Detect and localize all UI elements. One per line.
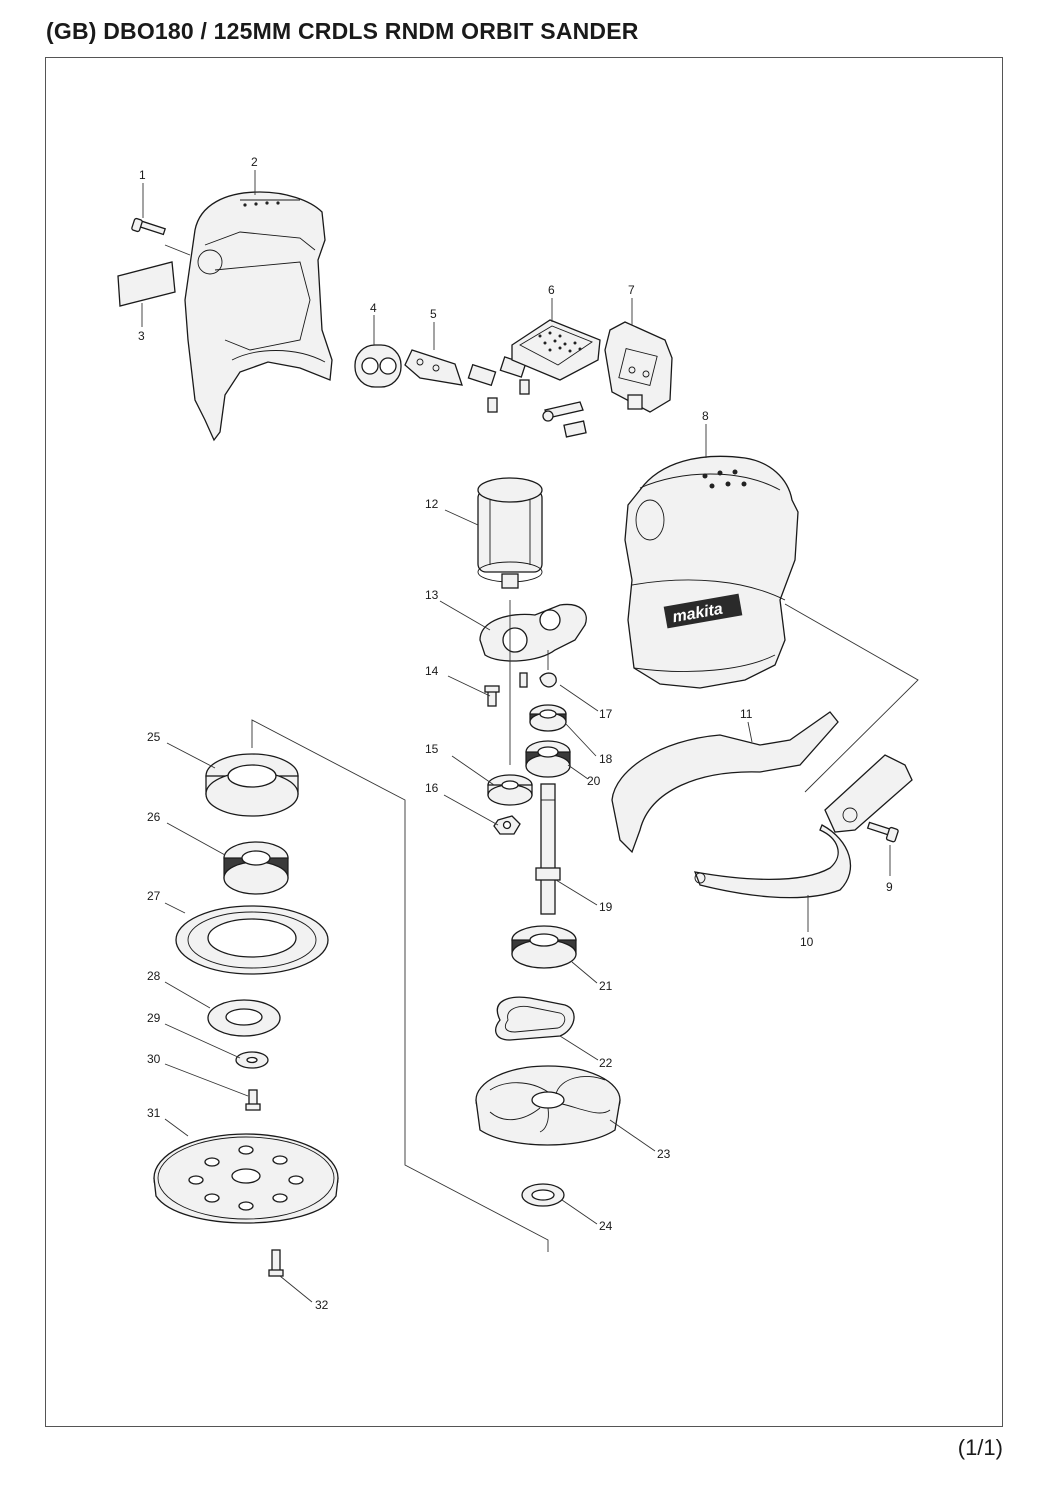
callout-29: 29 [147,1011,161,1025]
part-18-bearing-icon [529,704,567,732]
callout-3: 3 [138,329,145,343]
part-3-label-icon [117,261,176,307]
callout-23: 23 [657,1147,671,1161]
part-4-grommet-icon [354,344,402,388]
callout-16: 16 [425,781,439,795]
callout-30: 30 [147,1052,161,1066]
callout-12: 12 [425,497,439,511]
part-15-pulley-icon [487,774,533,806]
page-title: (GB) DBO180 / 125MM CRDLS RNDM ORBIT SAN… [46,18,639,44]
callout-5: 5 [430,307,437,321]
connector-parts-icon [467,356,587,438]
callout-14: 14 [425,664,439,678]
part-14-screw-icon [484,685,500,707]
part-26-bearing-icon [223,841,289,895]
part-8-motor-housing-icon: makita [624,455,799,689]
callout-26: 26 [147,810,161,824]
part-17-clip-icon [539,672,557,688]
part-25-bearing-housing-icon [205,753,299,817]
callout-8: 8 [702,409,709,423]
callout-25: 25 [147,730,161,744]
part-31-backing-pad-icon [153,1133,339,1224]
callout-11: 11 [740,707,753,721]
callout-1: 1 [139,168,146,182]
part-6-controller-icon [511,319,601,381]
part-1-screw-icon [131,217,167,236]
assembly-guide-lines [164,244,919,1252]
callout-2: 2 [251,155,258,169]
small-screw-icon [519,672,528,688]
callout-7: 7 [628,283,635,297]
callout-24: 24 [599,1219,613,1233]
callout-9: 9 [886,880,893,894]
part-28-ring-icon [207,999,281,1037]
part-24-washer-icon [521,1183,565,1207]
part-19-spindle-icon [535,783,561,915]
part-30-screw-icon [245,1089,261,1111]
part-5-switch-icon [404,349,463,386]
callout-labels: 1 2 3 4 5 6 7 8 9 10 11 12 13 14 15 16 1… [138,155,893,1312]
callout-27: 27 [147,889,161,903]
callout-22: 22 [599,1056,613,1070]
part-7-terminal-icon [604,321,673,413]
part-13-plate-icon [479,603,587,662]
page-number: (1/1) [957,1435,1003,1460]
part-23-fan-icon [475,1065,621,1146]
callout-21: 21 [599,979,613,993]
part-29-washer-icon [235,1051,269,1069]
part-16-nut-icon [493,815,521,835]
callout-32: 32 [315,1298,329,1312]
part-21-pulley-icon [511,925,577,969]
callout-18: 18 [599,752,613,766]
callout-4: 4 [370,301,377,315]
part-22-belt-icon [495,996,575,1041]
part-10-11-dust-nozzle-icon [611,711,913,899]
part-12-motor-icon [477,477,543,589]
callout-6: 6 [548,283,555,297]
part-2-housing-icon [184,191,333,442]
part-27-seal-ring-icon [175,905,329,975]
diagram-frame [45,57,1003,1427]
callout-leader-lines [141,170,891,1303]
callout-20: 20 [587,774,601,788]
callout-17: 17 [599,707,613,721]
callout-13: 13 [425,588,439,602]
callout-31: 31 [147,1106,161,1120]
part-32-screw-icon [268,1249,284,1277]
callout-15: 15 [425,742,439,756]
part-9-screw-icon [866,821,899,843]
callout-19: 19 [599,900,613,914]
callout-10: 10 [800,935,814,949]
part-20-bearing-icon [525,740,571,778]
callout-28: 28 [147,969,161,983]
